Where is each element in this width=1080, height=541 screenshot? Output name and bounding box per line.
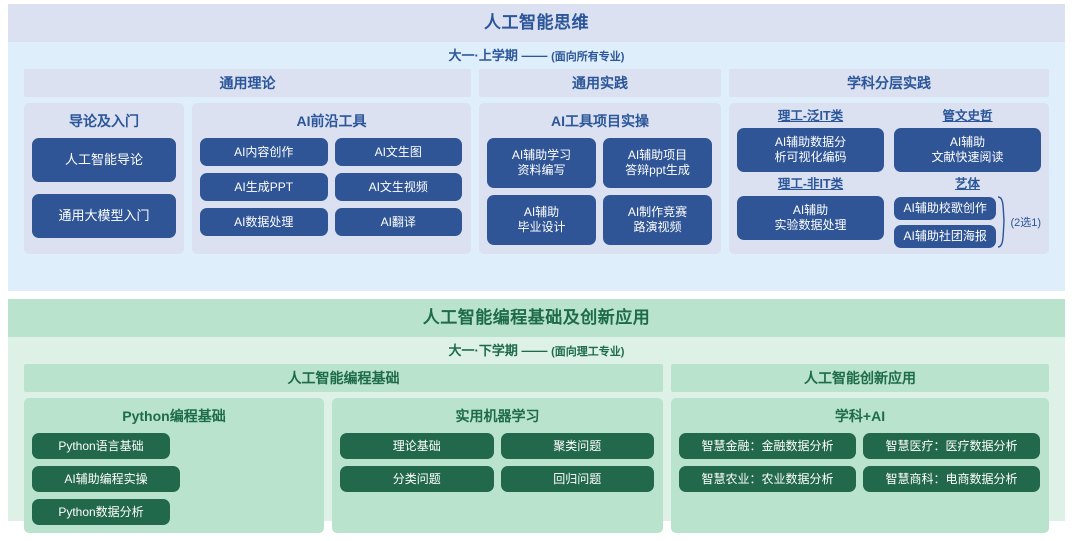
chip-list-discipline-plus-ai: 智慧金融：金融数据分析 智慧医疗：医疗数据分析 智慧农业：农业数据分析 智慧商科…	[679, 433, 1041, 492]
chip-list-intro: 人工智能导论 通用大模型入门	[32, 138, 176, 238]
layer-column-right: 管文史哲 AI辅助 文献快速阅读 艺体 AI辅助校歌创作 A	[894, 109, 1041, 248]
group-title-frontier-tools: AI前沿工具	[296, 113, 367, 129]
layer-block-it: 理工-泛IT类 AI辅助数据分 析可视化编码	[737, 109, 884, 172]
column-header-innovation-applications: 人工智能创新应用	[671, 364, 1049, 392]
course-chip[interactable]: AI辅助学习 资料编写	[487, 138, 596, 188]
column-innovation-applications: 人工智能创新应用 学科+AI 智慧金融：金融数据分析 智慧医疗：医疗数据分析 智…	[671, 364, 1049, 533]
course-chip[interactable]: AI辅助社团海报	[894, 224, 997, 248]
choose-note-arts: (2选1)	[1010, 217, 1041, 229]
chip-list-arts: AI辅助校歌创作 AI辅助社团海报	[894, 196, 997, 248]
course-chip[interactable]: AI生成PPT	[200, 173, 328, 201]
chip-list-machine-learning: 理论基础 聚类问题 分类问题 回归问题	[340, 433, 655, 492]
course-chip[interactable]: Python数据分析	[32, 499, 170, 525]
group-machine-learning: 实用机器学习 理论基础 聚类问题 分类问题 回归问题	[332, 398, 663, 533]
layer-column-left: 理工-泛IT类 AI辅助数据分 析可视化编码 理工-非IT类 AI辅助 实验数据…	[737, 109, 884, 248]
course-chip[interactable]: AI制作竞赛 路演视频	[603, 195, 712, 245]
layer-label-it: 理工-泛IT类	[777, 109, 844, 123]
course-chip[interactable]: 人工智能导论	[32, 138, 176, 182]
column-general-theory: 通用理论 导论及入门 人工智能导论 通用大模型入门 AI前沿工具	[24, 69, 471, 254]
layer-block-nonit: 理工-非IT类 AI辅助 实验数据处理	[737, 177, 884, 240]
group-ai-tool-projects: AI工具项目实操 AI辅助学习 资料编写 AI辅助项目 答辩ppt生成 AI辅助…	[479, 103, 721, 254]
column-container-blue: 通用理论 导论及入门 人工智能导论 通用大模型入门 AI前沿工具	[8, 69, 1065, 254]
section-title-ai-programming: 人工智能编程基础及创新应用	[8, 299, 1065, 337]
group-python-basics: Python编程基础 Python语言基础 AI辅助编程实操 Python数据分…	[24, 398, 324, 533]
subtitle-term: 大一·上学期 ——	[448, 48, 548, 63]
chip-list-ai-tool-projects: AI辅助学习 资料编写 AI辅助项目 答辩ppt生成 AI辅助 毕业设计 AI制…	[487, 138, 713, 245]
subtitle-note: (面向所有专业)	[551, 51, 625, 63]
course-chip[interactable]: AI辅助项目 答辩ppt生成	[603, 138, 712, 188]
layer-label-nonit: 理工-非IT类	[777, 177, 844, 191]
group-discipline-layers: 理工-泛IT类 AI辅助数据分 析可视化编码 理工-非IT类 AI辅助 实验数据…	[729, 103, 1049, 254]
course-chip[interactable]: 智慧医疗：医疗数据分析	[863, 433, 1040, 459]
course-chip[interactable]: AI翻译	[334, 208, 462, 236]
column-header-programming-basics: 人工智能编程基础	[24, 364, 663, 392]
group-title-ai-tool-projects: AI工具项目实操	[551, 113, 649, 129]
course-chip[interactable]: 理论基础	[340, 433, 494, 459]
course-chip[interactable]: 智慧商科：电商数据分析	[863, 466, 1040, 492]
course-chip[interactable]: 回归问题	[500, 466, 654, 492]
layer-block-humanities: 管文史哲 AI辅助 文献快速阅读	[894, 109, 1041, 172]
group-title-intro: 导论及入门	[69, 113, 139, 129]
course-chip[interactable]: AI辅助数据分 析可视化编码	[737, 128, 884, 172]
course-chip[interactable]: AI辅助 毕业设计	[487, 195, 596, 245]
column-header-general-practice: 通用实践	[479, 69, 721, 97]
course-chip[interactable]: AI辅助编程实操	[32, 466, 180, 492]
column-header-discipline-practice: 学科分层实践	[729, 69, 1049, 97]
course-chip[interactable]: 通用大模型入门	[32, 194, 176, 238]
group-title-python-basics: Python编程基础	[122, 408, 226, 424]
section-body-ai-thinking: 通用理论 导论及入门 人工智能导论 通用大模型入门 AI前沿工具	[8, 69, 1065, 262]
subtitle-note: (面向理工专业)	[551, 346, 625, 358]
course-chip[interactable]: 聚类问题	[500, 433, 654, 459]
column-programming-basics: 人工智能编程基础 Python编程基础 Python语言基础 AI辅助编程实操 …	[24, 364, 663, 533]
course-chip[interactable]: 智慧金融：金融数据分析	[679, 433, 856, 459]
course-chip[interactable]: AI辅助 文献快速阅读	[894, 128, 1041, 172]
section-body-ai-programming: 人工智能编程基础 Python编程基础 Python语言基础 AI辅助编程实操 …	[8, 364, 1065, 541]
section-ai-thinking: 人工智能思维 大一·上学期 —— (面向所有专业) 通用理论 导论及入门 人工智…	[8, 4, 1065, 291]
group-intro: 导论及入门 人工智能导论 通用大模型入门	[24, 103, 184, 254]
column-general-practice: 通用实践 AI工具项目实操 AI辅助学习 资料编写 AI辅助项目 答辩ppt生成…	[479, 69, 721, 254]
layer-block-arts: 艺体 AI辅助校歌创作 AI辅助社团海报	[894, 177, 1041, 248]
curriculum-roadmap: 人工智能思维 大一·上学期 —— (面向所有专业) 通用理论 导论及入门 人工智…	[8, 4, 1065, 533]
column-header-general-theory: 通用理论	[24, 69, 471, 97]
subtitle-term: 大一·下学期 ——	[448, 343, 548, 358]
course-chip[interactable]: AI辅助校歌创作	[894, 196, 997, 220]
course-chip[interactable]: 分类问题	[340, 466, 494, 492]
chip-list-python-basics: Python语言基础 AI辅助编程实操 Python数据分析	[32, 433, 316, 525]
section-subtitle-ai-programming: 大一·下学期 —— (面向理工专业)	[8, 337, 1065, 364]
course-chip[interactable]: AI内容创作	[200, 138, 328, 166]
column-container-green: 人工智能编程基础 Python编程基础 Python语言基础 AI辅助编程实操 …	[8, 364, 1065, 533]
course-chip[interactable]: AI数据处理	[200, 208, 328, 236]
layer-label-humanities: 管文史哲	[942, 109, 993, 123]
layer-label-arts: 艺体	[954, 177, 980, 191]
chip-list-frontier-tools: AI内容创作 AI文生图 AI生成PPT AI文生视频 AI数据处理 AI翻译	[200, 138, 463, 236]
section-ai-programming: 人工智能编程基础及创新应用 大一·下学期 —— (面向理工专业) 人工智能编程基…	[8, 299, 1065, 533]
group-title-machine-learning: 实用机器学习	[455, 408, 540, 424]
course-chip[interactable]: Python语言基础	[32, 433, 170, 459]
curly-brace-icon	[997, 196, 1009, 248]
course-chip[interactable]: AI辅助 实验数据处理	[737, 196, 884, 240]
group-discipline-plus-ai: 学科+AI 智慧金融：金融数据分析 智慧医疗：医疗数据分析 智慧农业：农业数据分…	[671, 398, 1049, 533]
group-title-discipline-plus-ai: 学科+AI	[834, 408, 886, 424]
section-title-ai-thinking: 人工智能思维	[8, 4, 1065, 42]
section-subtitle-ai-thinking: 大一·上学期 —— (面向所有专业)	[8, 42, 1065, 69]
course-chip[interactable]: AI文生视频	[334, 173, 462, 201]
course-chip[interactable]: 智慧农业：农业数据分析	[679, 466, 856, 492]
column-discipline-practice: 学科分层实践 理工-泛IT类 AI辅助数据分 析可视化编码	[729, 69, 1049, 254]
group-frontier-tools: AI前沿工具 AI内容创作 AI文生图 AI生成PPT AI文生视频 AI数据处…	[192, 103, 471, 254]
course-chip[interactable]: AI文生图	[334, 138, 462, 166]
